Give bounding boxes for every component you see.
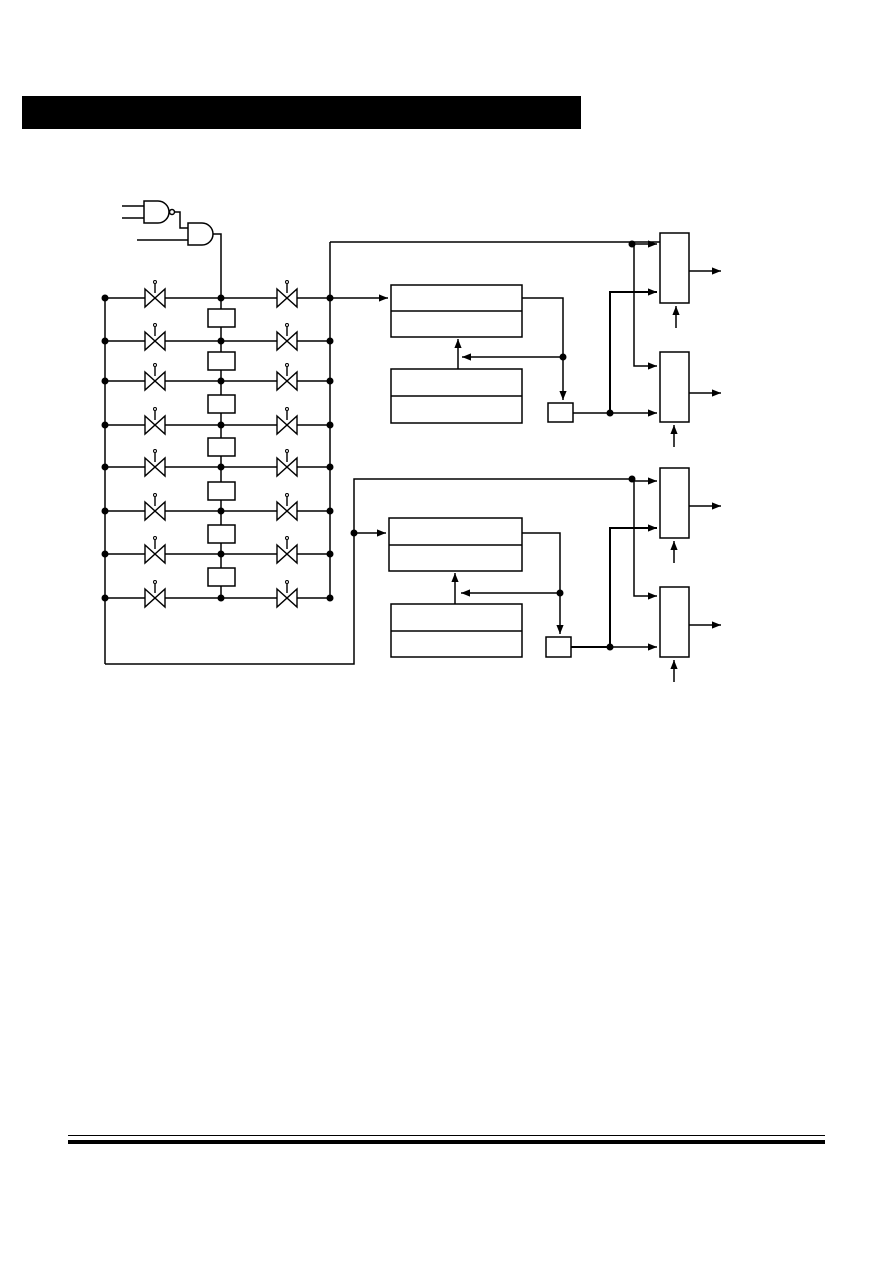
transmission-gate-right	[276, 543, 298, 565]
transmission-gate-left	[144, 330, 166, 352]
transmission-gate-right	[276, 287, 298, 309]
register-cell	[207, 567, 236, 587]
transmission-gate-left	[144, 287, 166, 309]
register-cell	[207, 394, 236, 414]
register-cell	[207, 308, 236, 328]
footer-rule-thick	[68, 1140, 825, 1144]
output-latches	[659, 232, 721, 682]
junction-dots	[350, 240, 636, 651]
transmission-gate-right	[276, 587, 298, 609]
transmission-gate-left	[144, 500, 166, 522]
lower-channel	[354, 477, 657, 658]
transmission-gate-right	[276, 456, 298, 478]
header-bar	[22, 96, 581, 129]
footer-rule-thin	[68, 1135, 825, 1136]
transmission-gate-right	[276, 414, 298, 436]
output-latch-2	[659, 351, 690, 423]
upper-small-block	[547, 402, 574, 423]
transmission-gate-right	[276, 370, 298, 392]
transmission-gate-left	[144, 370, 166, 392]
transmission-gate-right	[276, 330, 298, 352]
output-latch-4	[659, 586, 690, 658]
output-latch-1	[659, 232, 690, 304]
transmission-gate-left	[144, 587, 166, 609]
transmission-gate-left	[144, 456, 166, 478]
register-cell	[207, 524, 236, 544]
transmission-gate-left	[144, 543, 166, 565]
upper-channel	[330, 240, 657, 424]
transmission-gate-right	[276, 500, 298, 522]
register-cell	[207, 437, 236, 457]
register-cell	[207, 351, 236, 371]
lower-small-block	[545, 636, 572, 658]
and-gate	[137, 211, 222, 298]
transmission-gate-left	[144, 414, 166, 436]
transmission-gate-rows	[101, 280, 334, 609]
nand-gate	[122, 200, 176, 224]
bus-lines	[104, 241, 660, 665]
output-latch-3	[659, 467, 690, 539]
register-cell	[207, 481, 236, 501]
